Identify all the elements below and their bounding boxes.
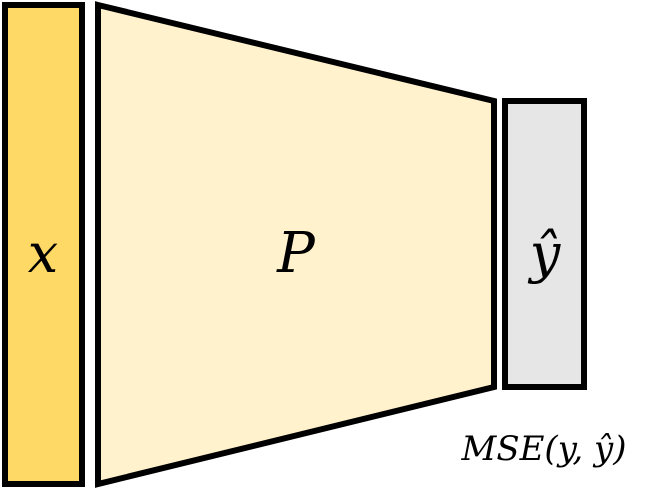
model-label: P — [276, 221, 316, 286]
output-block — [502, 98, 587, 390]
input-block — [2, 2, 85, 487]
model-block — [95, 1, 497, 488]
output-label: ŷ — [528, 222, 562, 285]
input-label: x — [28, 222, 58, 285]
loss-label: MSE(y, ŷ) — [461, 429, 627, 469]
